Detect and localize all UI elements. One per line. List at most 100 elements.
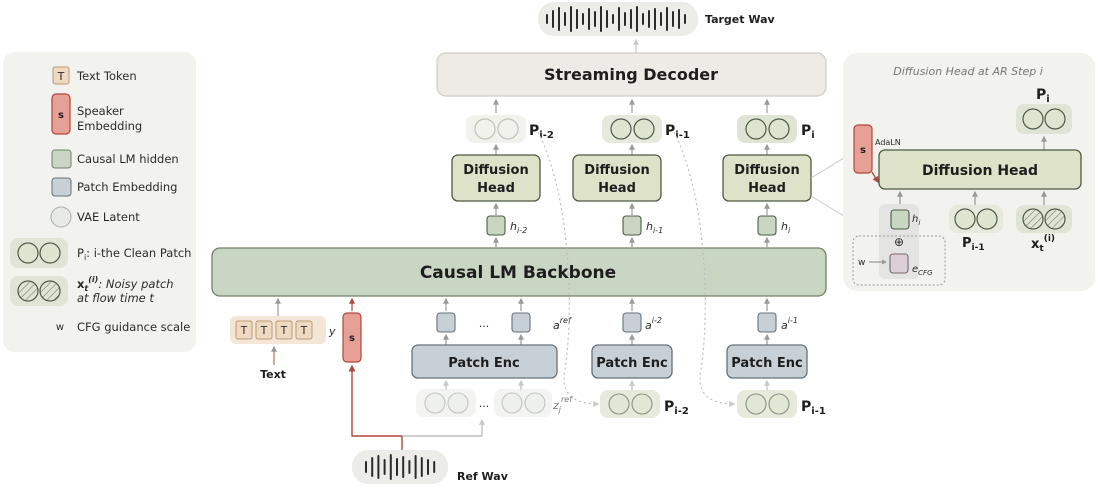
detail-p-sub: i: [1046, 94, 1049, 105]
legend-patch-embedding-label: Patch Embedding: [77, 180, 177, 194]
adaln-label: AdaLN: [875, 138, 901, 147]
detail-x: x: [1031, 237, 1040, 252]
y-label: y: [328, 325, 336, 338]
legend-speaker-label-2: Embedding: [77, 119, 142, 133]
noisy-text-1: : Noisy patch: [98, 277, 173, 291]
detail-connector: [810, 157, 845, 179]
clean-patch-p: P: [77, 246, 84, 260]
detail-w: w: [858, 258, 865, 268]
detail-e: e: [912, 264, 918, 275]
legend-cfg: w CFG guidance scale: [56, 320, 190, 334]
backbone-label: Causal LM Backbone: [420, 263, 616, 283]
z-sub: j: [558, 405, 562, 414]
text-token-glyph: T: [300, 325, 308, 337]
ref-wav-label: Ref Wav: [457, 470, 509, 483]
z-sup: ref: [561, 395, 573, 404]
text-token-glyph: T: [260, 325, 268, 337]
patch-enc-label: Patch Enc: [448, 356, 520, 371]
diffusion-head-label-1: Diffusion: [463, 163, 528, 178]
detail-x-sup: (i): [1044, 234, 1055, 244]
output-patch-im1: [602, 115, 662, 143]
detail-e-sub: CFG: [918, 269, 933, 277]
detail-head-label: Diffusion Head: [922, 163, 1038, 179]
diffusion-head-im1: Diffusion Head: [572, 154, 662, 202]
svg-text:Pi-2: Pi-2: [664, 399, 689, 417]
speaker-glyph: s: [860, 145, 866, 156]
svg-text:Pi: Pi: [1036, 87, 1050, 105]
h-label: h: [510, 220, 517, 233]
output-patch-im2: [466, 115, 526, 143]
a-ref-sup: ref: [560, 316, 572, 325]
output-p-i-sub: i: [811, 130, 814, 141]
target-wav-label: Target Wav: [705, 13, 776, 26]
a-im2-sup: i-2: [652, 316, 662, 325]
speaker-embedding: s: [342, 312, 362, 363]
diffusion-head-label-2: Head: [477, 181, 515, 196]
clean-patch-sub: i: [84, 253, 86, 262]
legend-patch-embedding: Patch Embedding: [51, 177, 177, 197]
text-tokens: T T T T: [230, 316, 326, 344]
detail-p: P: [1036, 87, 1046, 103]
h-sub: i-1: [653, 226, 663, 235]
streaming-decoder-label: Streaming Decoder: [544, 65, 718, 84]
svg-text:xt(i): Noisy patch: xt(i): Noisy patch: [77, 275, 174, 293]
legend-text-token: T Text Token: [52, 66, 137, 85]
cfg-glyph: w: [56, 322, 64, 333]
detail-pim1: P: [962, 236, 972, 251]
svg-text:hi: hi: [781, 220, 791, 235]
feedback-p-sub: i-1: [811, 406, 826, 417]
detail-h-sub: i: [918, 219, 920, 227]
diffusion-head-label-1: Diffusion: [584, 163, 649, 178]
ref-to-latent-line: [402, 418, 485, 437]
feedback-curve-im2: [537, 131, 600, 407]
a-label: a: [553, 319, 560, 332]
a-label: a: [781, 319, 788, 332]
svg-text:ai-1: ai-1: [781, 316, 798, 332]
output-p-im1-sub: i-1: [675, 130, 690, 141]
legend-panel: T Text Token s Speaker Embedding Causal …: [3, 52, 196, 352]
svg-text:hi-2: hi-2: [510, 220, 527, 235]
diffusion-head-im2: Diffusion Head: [451, 154, 541, 202]
noisy-text-2: at flow time t: [77, 291, 154, 305]
ellipsis: ...: [479, 317, 490, 330]
svg-text:xt(i): xt(i): [1031, 234, 1055, 254]
patch-enc-label: Patch Enc: [596, 356, 668, 371]
feedback-patch-im2: [600, 390, 660, 418]
speaker-glyph: s: [349, 333, 355, 344]
svg-text:Pi-1: Pi-1: [801, 399, 826, 417]
legend-lm-hidden: Causal LM hidden: [51, 149, 179, 169]
output-p-im2-sub: i-2: [539, 130, 554, 141]
ref-to-speaker-line: [348, 364, 403, 452]
h-label: h: [646, 220, 653, 233]
detail-panel: Diffusion Head at AR Step i Pi s AdaLN D…: [843, 53, 1095, 291]
feedback-curve-im1: [673, 131, 736, 407]
feedback-p-sub: i-2: [674, 406, 689, 417]
patch-enc-im2: Patch Enc: [591, 344, 673, 379]
adaln-arrow: [871, 171, 879, 184]
legend-cfg-label: CFG guidance scale: [77, 320, 190, 334]
text-input-label: Text: [260, 368, 286, 381]
hidden-state-im1: hi-1: [622, 215, 663, 236]
diffusion-head-i: Diffusion Head: [722, 154, 812, 202]
svg-text:hi-1: hi-1: [646, 220, 663, 235]
feedback-p: P: [801, 399, 811, 415]
legend-text-token-label: Text Token: [76, 69, 137, 83]
detail-speaker: s: [853, 124, 873, 174]
detail-diffusion-head: Diffusion Head: [878, 149, 1082, 190]
target-wav: Target Wav: [538, 2, 776, 36]
waveform-icon: [365, 454, 436, 480]
cfg-embedding: [889, 253, 909, 274]
patch-embedding: [622, 312, 642, 333]
svg-text:Pi: Pi: [801, 123, 815, 141]
feedback-patch-im1: [737, 390, 797, 418]
hidden-state-im2: hi-2: [486, 215, 527, 236]
diffusion-head-label-1: Diffusion: [734, 163, 799, 178]
svg-text:ai-2: ai-2: [645, 316, 662, 332]
legend-clean-patch: Pi: i-the Clean Patch: [10, 238, 191, 268]
oplus-icon: ⊕: [894, 235, 904, 249]
svg-text:hi: hi: [912, 214, 920, 227]
hidden-state-i: hi: [757, 215, 791, 236]
diffusion-head-label-2: Head: [598, 181, 636, 196]
svg-text:Pi-1: Pi-1: [665, 123, 690, 141]
